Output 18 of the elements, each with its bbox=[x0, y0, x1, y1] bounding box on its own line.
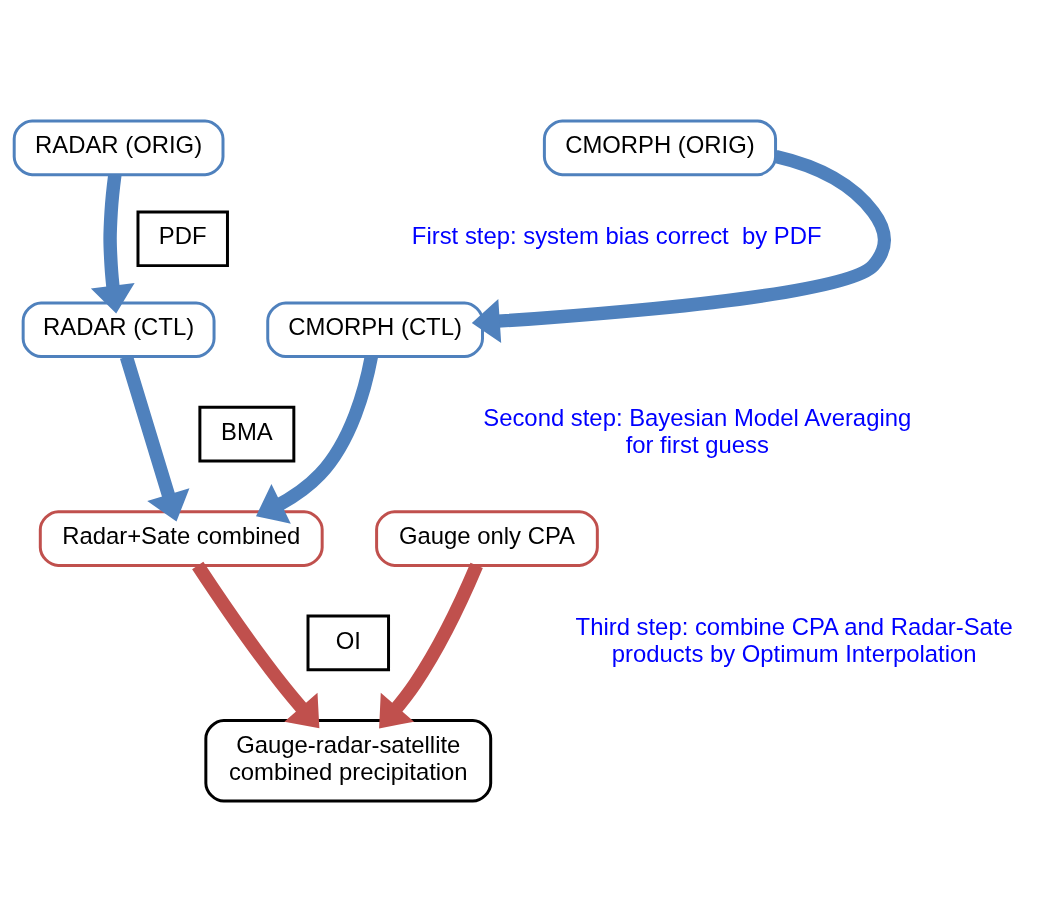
node-box: RADAR (CTL) bbox=[21, 301, 216, 359]
node-box: Radar+Sate combined bbox=[38, 510, 324, 567]
label: Third step: combine CPA and Radar-Sate products by Optimum Interpolation bbox=[575, 613, 1013, 668]
node-box: BMA bbox=[198, 405, 296, 463]
node-box: CMORPH (CTL) bbox=[266, 301, 484, 359]
arrow bbox=[256, 355, 378, 524]
arrow bbox=[471, 149, 892, 344]
node-box: RADAR (ORIG) bbox=[12, 119, 225, 177]
arrow bbox=[90, 173, 135, 314]
node-box: CMORPH (ORIG) bbox=[542, 119, 778, 177]
node-box: Gauge-radar-satellite combined precipitation bbox=[204, 719, 493, 803]
node-box: Gauge only CPA bbox=[375, 510, 599, 567]
arrow bbox=[379, 562, 483, 729]
node-box: OI bbox=[306, 614, 391, 672]
arrow bbox=[192, 561, 320, 729]
label: First step: system bias correct by PDF bbox=[411, 222, 822, 250]
label: Second step: Bayesian Model Averaging for first guess bbox=[483, 404, 912, 459]
node-box: PDF bbox=[136, 210, 229, 268]
